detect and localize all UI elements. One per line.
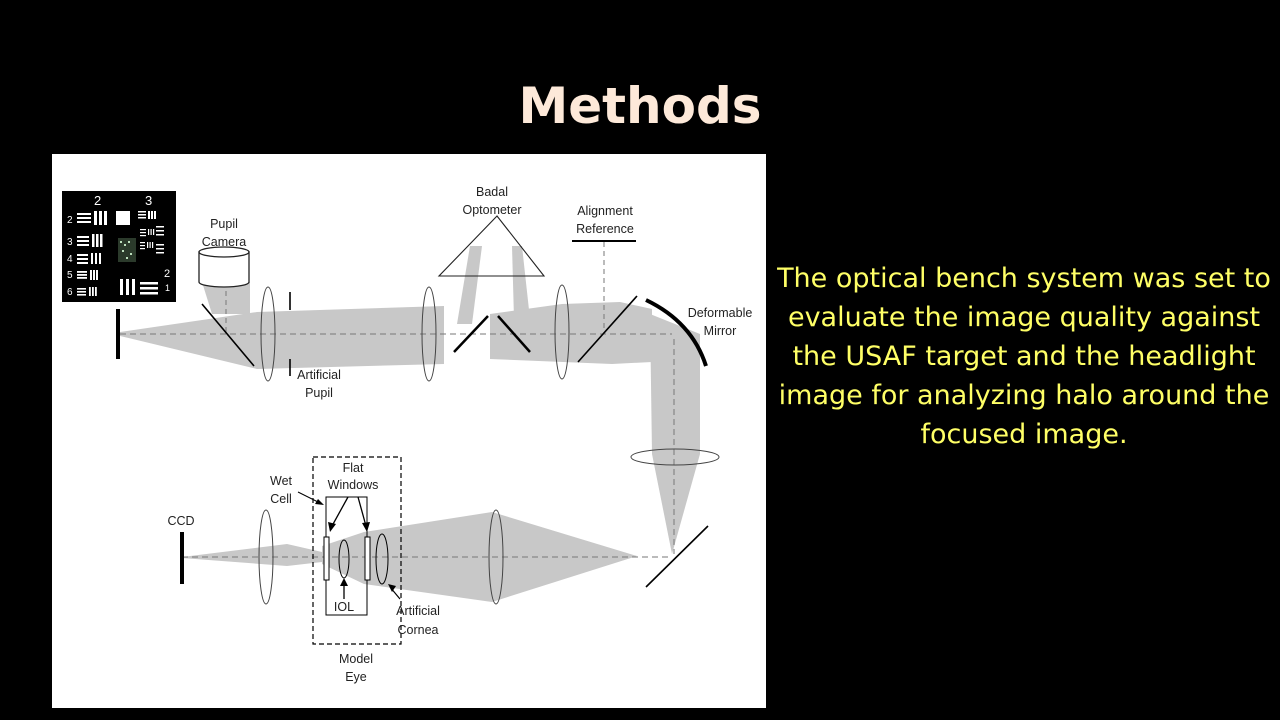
usaf-element-5: 5 (67, 270, 73, 281)
label-alignment-2: Reference (576, 222, 634, 236)
iol-arrowhead (340, 578, 348, 586)
flat-window-1 (323, 536, 330, 581)
label-badal-1: Badal (476, 185, 508, 199)
lower-beam-eye (322, 532, 364, 584)
label-deformable-2: Mirror (704, 324, 737, 338)
badal-beam-left (457, 246, 482, 324)
model-eye-box (312, 456, 402, 645)
optical-bench-diagram: 2 3 2 3 4 5 6 2 1 (52, 154, 766, 708)
deformable-mirror (645, 298, 708, 367)
usaf-right-1: 1 (165, 283, 170, 293)
pupil-camera-beam (202, 282, 250, 314)
label-iol: IOL (334, 600, 354, 614)
flat-window-arrowhead-1 (328, 522, 336, 532)
flat-window-arrowhead-2 (362, 522, 370, 532)
optical-bench-svg: 2 3 2 3 4 5 6 2 1 (62, 185, 753, 684)
usaf-element-4: 4 (67, 254, 73, 265)
usaf-element-2: 2 (67, 215, 73, 226)
flat-window-arrow-2 (357, 496, 367, 527)
lower-lens-2 (488, 509, 504, 605)
label-flat-windows-1: Flat (343, 461, 364, 475)
usaf-right-2: 2 (164, 268, 170, 280)
label-flat-windows-2: Windows (328, 478, 379, 492)
slide-body-text: The optical bench system was set to eval… (777, 263, 1271, 450)
label-ccd: CCD (167, 514, 194, 528)
label-wet-cell-2: Cell (270, 492, 292, 506)
slide-title: Methods (518, 77, 762, 135)
badal-mirror-right (497, 315, 531, 353)
upper-beam-input (120, 312, 257, 369)
label-pupil-camera-1: Pupil (210, 217, 238, 231)
label-art-cornea-1: Artificial (396, 604, 440, 618)
beam-splitter-1 (201, 303, 255, 367)
flat-window-arrow-1 (331, 496, 349, 527)
usaf-element-6: 6 (67, 287, 73, 298)
badal-prism (437, 215, 546, 277)
upper-beam-main (257, 306, 444, 369)
usaf-group-3: 3 (145, 193, 152, 208)
label-pupil-camera-2: Camera (202, 235, 247, 249)
pupil-camera-top (198, 246, 250, 258)
cornea-arrowhead (388, 584, 396, 592)
lower-lens-1 (258, 509, 274, 605)
right-vertical-beam (650, 314, 700, 554)
usaf-element-3: 3 (67, 237, 73, 248)
badal-mirror-left (453, 315, 489, 353)
label-art-pupil-1: Artificial (297, 368, 341, 382)
vertical-lens (630, 448, 720, 466)
label-badal-2: Optometer (462, 203, 521, 217)
wet-cell-arrowhead (315, 499, 324, 505)
flat-window-2 (364, 536, 371, 581)
lower-beam-right (364, 512, 637, 602)
badal-beam-right (512, 246, 530, 319)
label-art-pupil-2: Pupil (305, 386, 333, 400)
pupil-camera-icon (198, 251, 250, 288)
label-wet-cell-1: Wet (270, 474, 293, 488)
usaf-group-2: 2 (94, 193, 101, 208)
beam-splitter-2 (577, 295, 638, 363)
upper-lens-3 (554, 284, 570, 380)
upper-beam-right (490, 302, 652, 364)
label-deformable-1: Deformable (688, 306, 753, 320)
label-model-eye-1: Model (339, 652, 373, 666)
lower-beam-left (182, 544, 322, 566)
label-art-cornea-2: Cornea (398, 623, 439, 637)
label-model-eye-2: Eye (345, 670, 367, 684)
usaf-target: 2 3 2 3 4 5 6 2 1 (62, 191, 176, 302)
label-alignment-1: Alignment (577, 204, 633, 218)
upper-lens-1 (260, 286, 276, 382)
upper-lens-2 (421, 286, 437, 382)
cornea-lens (375, 533, 389, 585)
fold-mirror (645, 525, 709, 588)
